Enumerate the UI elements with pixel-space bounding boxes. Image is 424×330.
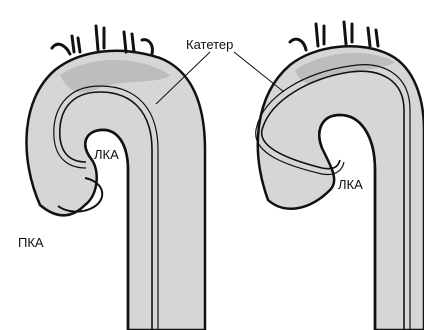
left-branch-vessels xyxy=(52,26,152,54)
right-branch-vessels xyxy=(290,22,378,50)
left-aortic-arch xyxy=(26,26,210,330)
left-aorta-body xyxy=(26,51,205,330)
right-aortic-arch xyxy=(234,22,424,330)
right-aorta-inner-outline xyxy=(319,115,375,330)
rca-label-left: ПКА xyxy=(18,236,44,249)
lca-label-right: ЛКА xyxy=(338,178,363,191)
right-catheter-leader xyxy=(234,52,284,92)
catheter-label: Катетер xyxy=(186,38,233,51)
lca-label-left: ЛКА xyxy=(94,148,119,161)
